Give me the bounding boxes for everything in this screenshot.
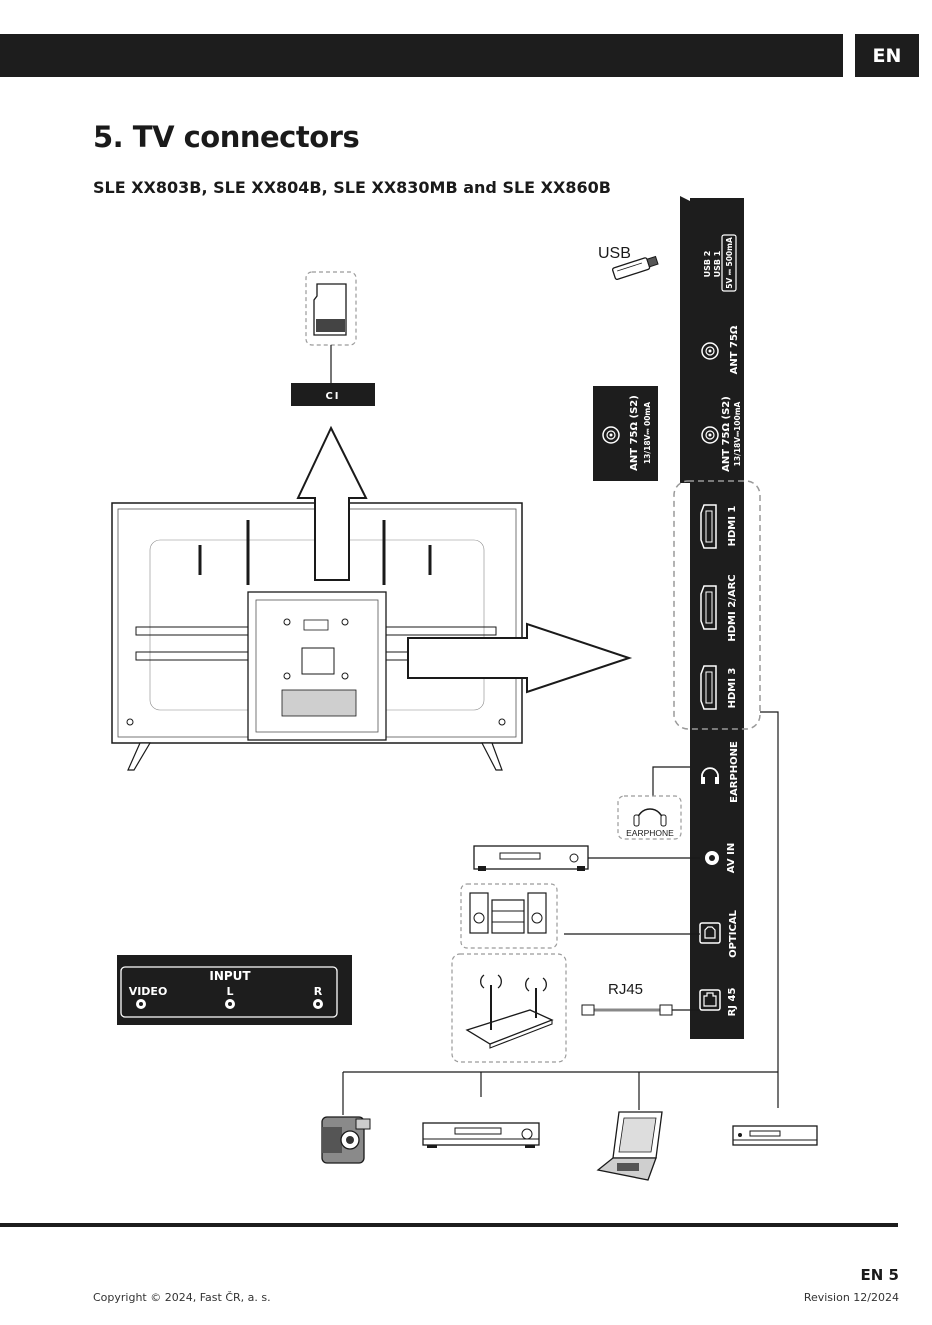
settop-box-icon (733, 1126, 817, 1145)
input-title: INPUT (209, 969, 251, 983)
footer-rule (0, 1223, 898, 1227)
usb1-label: USB 1 (713, 250, 722, 277)
ant-detail-power-label: 13/18V⎓ 00mA (643, 402, 652, 464)
hdmi3-label: HDMI 3 (727, 668, 738, 709)
input-l-label: L (226, 985, 233, 998)
usb2-label: USB 2 (703, 251, 712, 278)
camcorder-icon (322, 1117, 370, 1163)
router: RJ45 (452, 954, 700, 1062)
ant-s2-label: ANT 75Ω (S2) (721, 396, 732, 472)
ant-s2-detail: ANT 75Ω (S2) 13/18V⎓ 00mA (593, 386, 658, 481)
ci-card: CI (291, 272, 375, 406)
bluray-player-icon (423, 1123, 539, 1148)
usb-stick: USB (598, 245, 659, 280)
rj45-label: RJ 45 (727, 988, 738, 1017)
usb-power-label: 5V ⎓ 500mA (725, 237, 734, 289)
headphones-icon (637, 809, 663, 822)
hifi-unit-icon (492, 900, 524, 933)
hifi-system (461, 884, 700, 948)
laptop-icon (598, 1112, 662, 1180)
av-in-label: AV IN (726, 843, 737, 873)
usb-device-label: USB (598, 245, 631, 262)
tv-leg-right (482, 743, 502, 770)
input-panel: INPUT VIDEO L R (117, 955, 352, 1025)
rj45-cable-label: RJ45 (608, 981, 643, 998)
ant-s2-power-label: 13/18V⎓100mA (733, 401, 742, 466)
hdmi1-label: HDMI 1 (727, 506, 738, 547)
tv-leg-left (128, 743, 150, 770)
input-r-label: R (314, 985, 323, 998)
input-video-label: VIDEO (129, 985, 168, 998)
optical-label: OPTICAL (728, 909, 739, 957)
earphone-label: EARPHONE (729, 741, 740, 803)
copyright: Copyright © 2024, Fast ČR, a. s. (93, 1291, 271, 1304)
revision: Revision 12/2024 (804, 1291, 899, 1304)
ci-label: CI (325, 391, 340, 402)
ant-label: ANT 75Ω (729, 325, 740, 374)
ant-detail-label: ANT 75Ω (S2) (629, 395, 640, 471)
page-number: EN 5 (861, 1266, 899, 1284)
earphone-box-label: EARPHONE (626, 828, 674, 838)
side-connector-panel: USB 2 USB 1 5V ⎓ 500mA ANT 75Ω ANT 75Ω (… (680, 196, 744, 1039)
router-icon (467, 1010, 552, 1044)
earphone-device: EARPHONE (618, 767, 690, 839)
hdmi2-label: HDMI 2/ARC (727, 574, 738, 641)
dvd-player-icon (474, 846, 588, 869)
rj45-plug-icon (582, 1005, 594, 1015)
dvd-player-av (474, 846, 700, 871)
